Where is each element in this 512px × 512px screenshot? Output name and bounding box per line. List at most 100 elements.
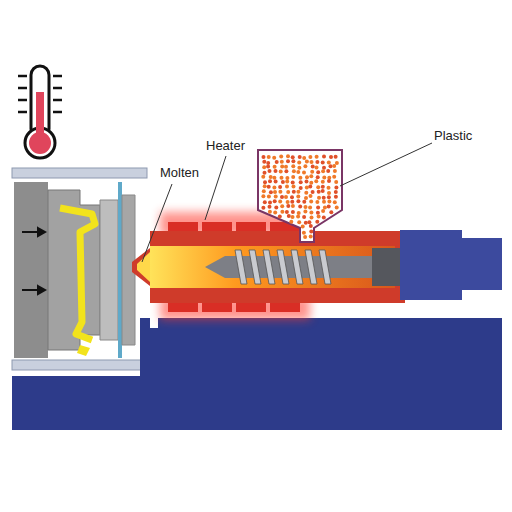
pellet xyxy=(327,195,331,199)
pellet xyxy=(269,175,273,179)
pellet xyxy=(286,159,290,163)
pellet xyxy=(285,185,289,189)
pellet xyxy=(316,206,320,210)
pellet xyxy=(278,190,282,194)
pellet xyxy=(272,156,276,160)
pellet xyxy=(274,169,278,173)
pellet xyxy=(269,190,273,194)
pellet xyxy=(263,171,267,175)
pellet xyxy=(292,190,296,194)
pellet xyxy=(262,165,266,169)
pellet xyxy=(273,199,277,203)
pellet xyxy=(302,215,306,219)
pellet xyxy=(311,165,315,169)
pellet xyxy=(309,229,313,233)
pellet xyxy=(329,155,333,159)
pellet xyxy=(297,211,301,215)
pellet xyxy=(299,186,303,190)
pellet xyxy=(286,154,290,158)
pellet xyxy=(305,179,309,183)
pellet xyxy=(310,215,314,219)
pellet xyxy=(280,204,284,208)
pellet xyxy=(327,161,331,165)
pellet xyxy=(267,185,271,189)
pellet xyxy=(303,164,307,168)
pellet xyxy=(299,180,303,184)
pellet xyxy=(268,205,272,209)
mold xyxy=(14,182,135,358)
pellet xyxy=(301,225,305,229)
pellet xyxy=(261,175,265,179)
pellet xyxy=(291,155,295,159)
pellet xyxy=(334,190,338,194)
pellet xyxy=(268,179,272,183)
screw-flight xyxy=(249,250,261,284)
pellet xyxy=(334,185,338,189)
screw-flight xyxy=(319,250,331,284)
pellet xyxy=(273,165,277,169)
pellet xyxy=(267,155,271,159)
pellet xyxy=(292,185,296,189)
screw-flight xyxy=(263,250,275,284)
pellet xyxy=(304,205,308,209)
molten-label: Molten xyxy=(160,166,199,180)
pellet xyxy=(309,210,313,214)
pellet xyxy=(280,195,284,199)
pellet xyxy=(327,191,331,195)
pellet xyxy=(263,180,267,184)
tie-bar xyxy=(12,360,147,370)
pellet xyxy=(279,155,283,159)
pellet xyxy=(327,179,331,183)
pellet xyxy=(322,176,326,180)
leader-lines xyxy=(142,143,432,262)
pellet xyxy=(315,220,319,224)
pellet xyxy=(261,194,265,198)
pellet xyxy=(262,155,266,159)
pellet xyxy=(291,204,295,208)
pellet xyxy=(272,176,276,180)
pellet xyxy=(316,185,320,189)
pellet xyxy=(304,221,308,225)
pellet xyxy=(285,176,289,180)
pellet xyxy=(280,210,284,214)
machine-base xyxy=(140,318,502,430)
pellet xyxy=(296,190,300,194)
pellet xyxy=(321,189,325,193)
pellet xyxy=(317,215,321,219)
pellet xyxy=(292,169,296,173)
pellet xyxy=(322,215,326,219)
pellet xyxy=(308,184,312,188)
pellet xyxy=(305,175,309,179)
pellet xyxy=(322,166,326,170)
pellet xyxy=(275,160,279,164)
pellet xyxy=(335,161,339,165)
pellet xyxy=(315,155,319,159)
pellet xyxy=(286,190,290,194)
pellet xyxy=(321,161,325,165)
pellet xyxy=(297,160,301,164)
pellet xyxy=(284,169,288,173)
pellet xyxy=(307,220,311,224)
pellet xyxy=(286,200,290,204)
pellet xyxy=(278,214,282,218)
pellet xyxy=(298,176,302,180)
pellet xyxy=(290,200,294,204)
pellet xyxy=(281,180,285,184)
pellet xyxy=(326,169,330,173)
pellet xyxy=(322,196,326,200)
screw-flight xyxy=(235,250,247,284)
pellet xyxy=(309,194,313,198)
pellet xyxy=(291,175,295,179)
pellet xyxy=(273,211,277,215)
barrel xyxy=(132,231,405,303)
pellet xyxy=(317,190,321,194)
pellet xyxy=(329,164,333,168)
pellet xyxy=(321,185,325,189)
pellet xyxy=(274,205,278,209)
pellet xyxy=(291,210,295,214)
pellet xyxy=(322,200,326,204)
pellet xyxy=(268,210,272,214)
pellet xyxy=(296,215,300,219)
hopper xyxy=(258,150,342,242)
pellet xyxy=(309,181,313,185)
